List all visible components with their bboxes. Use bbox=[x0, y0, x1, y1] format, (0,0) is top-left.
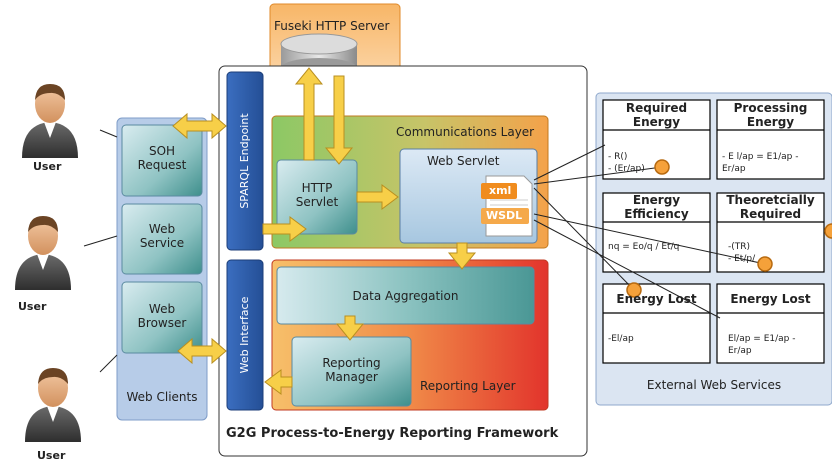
wsdl-tag: WSDL bbox=[486, 209, 523, 222]
reporting-manager-label: Reporting Manager bbox=[322, 356, 381, 384]
xml-document-icon bbox=[481, 175, 533, 237]
communications-layer-label: Communications Layer bbox=[396, 125, 535, 139]
soh-request-box[interactable] bbox=[121, 124, 203, 197]
service-boxes bbox=[602, 99, 825, 364]
connector-dots bbox=[626, 159, 832, 298]
flow-arrows bbox=[172, 67, 477, 395]
user-label: User bbox=[18, 300, 47, 313]
user-icon bbox=[25, 368, 81, 442]
web-browser-label: Web Browser bbox=[137, 302, 187, 330]
user-label: User bbox=[37, 449, 66, 462]
service-body: - E l/ap = E1/ap - Er/ap bbox=[722, 152, 799, 174]
sparql-endpoint-label: SPARQL Endpoint bbox=[238, 113, 251, 209]
data-aggregation-label: Data Aggregation bbox=[352, 289, 459, 303]
service-connection-lines bbox=[83, 129, 766, 373]
user-icon bbox=[22, 84, 78, 158]
web-service-box[interactable] bbox=[121, 203, 203, 275]
service-body: -El/ap bbox=[608, 334, 634, 344]
web-interface-label: Web Interface bbox=[238, 296, 251, 374]
web-service-label: Web Service bbox=[139, 222, 185, 250]
web-servlet-label: Web Servlet bbox=[427, 154, 500, 168]
web-browser-box[interactable] bbox=[121, 281, 203, 354]
user-label: User bbox=[33, 160, 62, 173]
data-aggregation-box[interactable] bbox=[276, 266, 535, 325]
xml-tag: xml bbox=[489, 184, 512, 197]
service-title: Processing Energy bbox=[733, 101, 808, 129]
framework-title: G2G Process-to-Energy Reporting Framewor… bbox=[226, 426, 559, 441]
service-title: Energy Lost bbox=[730, 292, 811, 306]
service-title: Theoretcially Required bbox=[726, 193, 815, 221]
service-body: nq = Eo/q / Et/q bbox=[608, 242, 680, 252]
service-title: Required Energy bbox=[625, 101, 688, 129]
sparql-endpoint-bar[interactable] bbox=[226, 71, 264, 251]
external-services-label: External Web Services bbox=[646, 378, 782, 392]
service-title: Energy Lost bbox=[616, 292, 697, 306]
service-body: El/ap = E1/ap - Er/ap bbox=[728, 334, 796, 356]
service-body: - R() - (Er/ap) bbox=[608, 152, 645, 174]
reporting-layer-label: Reporting Layer bbox=[420, 379, 516, 393]
service-title: Energy Efficiency bbox=[624, 193, 689, 221]
fuseki-label: Fuseki HTTP Server bbox=[274, 19, 390, 33]
http-servlet-label: HTTP Servlet bbox=[295, 181, 339, 209]
user-icon bbox=[15, 216, 71, 290]
web-clients-label: Web Clients bbox=[126, 390, 198, 404]
service-body: -(TR) - Et/p/ bbox=[728, 242, 756, 264]
web-interface-bar[interactable] bbox=[226, 259, 264, 411]
soh-request-label: SOH Request bbox=[137, 144, 187, 172]
